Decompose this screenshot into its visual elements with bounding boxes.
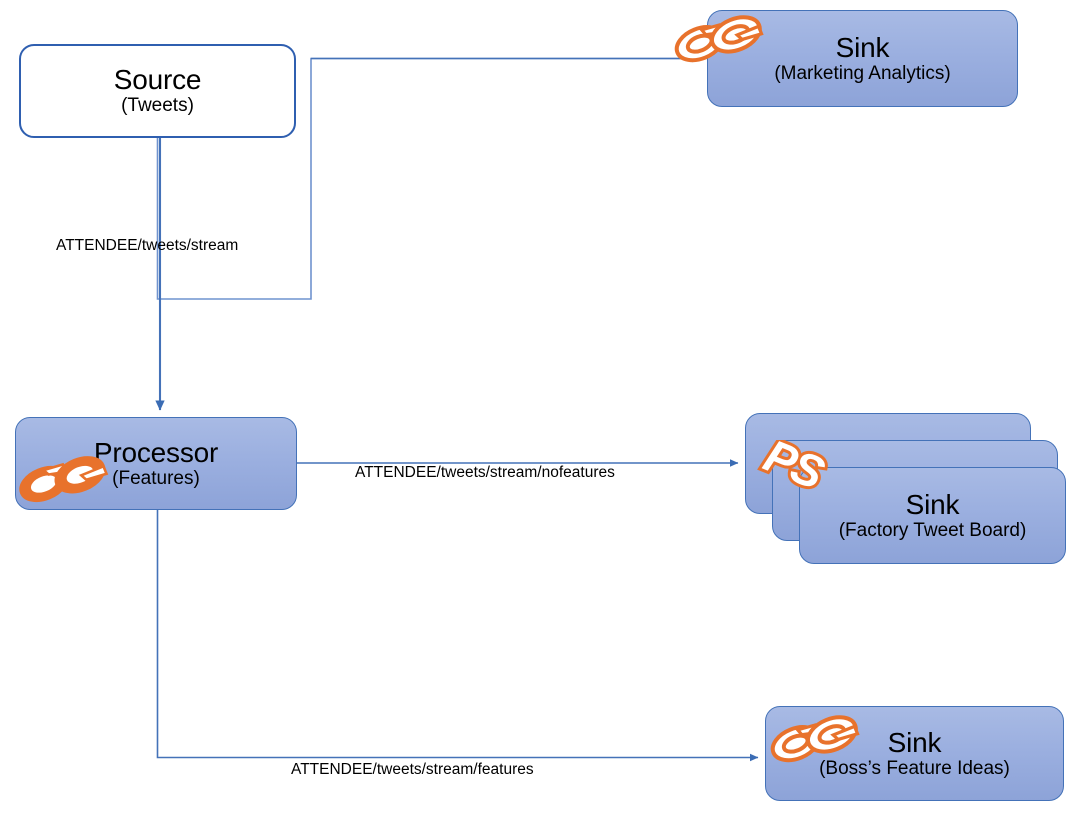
node-source[interactable]: Source (Tweets): [19, 44, 296, 138]
node-processor-title: Processor: [93, 436, 219, 468]
node-sink-marketing-title: Sink: [835, 31, 890, 63]
node-processor-subtitle: (Features): [112, 467, 200, 489]
node-source-subtitle: (Tweets): [121, 95, 194, 117]
node-sink-factory[interactable]: Sink (Factory Tweet Board): [799, 467, 1066, 564]
edge-label-processor-to-sink-boss: ATTENDEE/tweets/stream/features: [291, 761, 534, 778]
node-sink-boss-subtitle: (Boss’s Feature Ideas): [819, 757, 1010, 779]
edge-label-source-to-processor: ATTENDEE/tweets/stream: [56, 237, 239, 254]
node-sink-marketing[interactable]: Sink (Marketing Analytics): [707, 10, 1018, 107]
node-sink-marketing-subtitle: (Marketing Analytics): [774, 62, 951, 84]
edge-label-processor-to-sink-factory: ATTENDEE/tweets/stream/nofeatures: [355, 464, 615, 481]
node-sink-boss[interactable]: Sink (Boss’s Feature Ideas): [765, 706, 1064, 801]
node-sink-factory-subtitle: (Factory Tweet Board): [838, 519, 1027, 541]
node-sink-factory-title: Sink: [905, 488, 960, 520]
node-processor[interactable]: Processor (Features): [15, 417, 297, 510]
node-source-title: Source: [113, 64, 202, 96]
connector-processor-to-sink-boss: [156, 510, 759, 762]
node-sink-boss-title: Sink: [887, 726, 942, 758]
